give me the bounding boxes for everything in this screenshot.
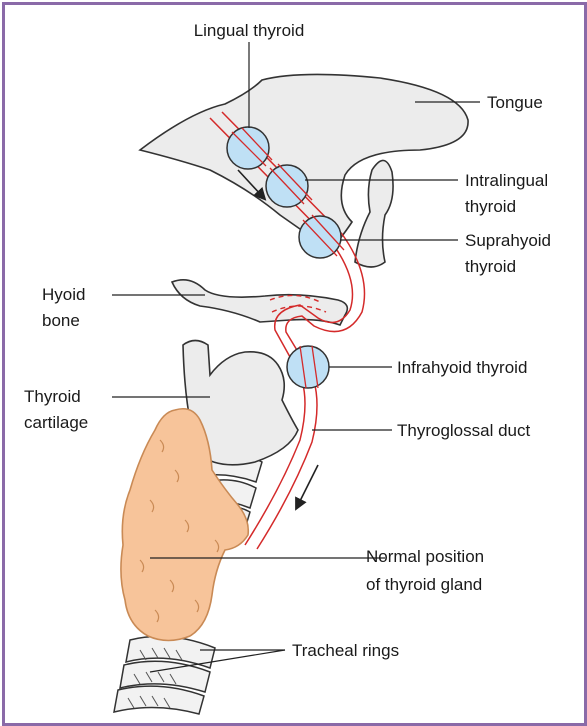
- label-intralingual-line2: thyroid: [465, 197, 516, 216]
- label-thyroid-cartilage-line2: cartilage: [24, 413, 88, 432]
- descent-arrow-lower: [298, 465, 318, 505]
- infrahyoid-thyroid-nodule: [287, 346, 329, 388]
- label-tracheal-rings: Tracheal rings: [292, 641, 399, 660]
- epiglottis-shape: [355, 160, 393, 267]
- label-thyroid-cartilage-line1: Thyroid: [24, 387, 81, 406]
- label-intralingual-line1: Intralingual: [465, 171, 548, 190]
- label-lingual-thyroid: Lingual thyroid: [194, 21, 305, 40]
- label-normal-position-line2: of thyroid gland: [366, 575, 482, 594]
- hyoid-bone-shape: [172, 280, 347, 325]
- label-infrahyoid: Infrahyoid thyroid: [397, 358, 527, 377]
- label-tongue: Tongue: [487, 93, 543, 112]
- label-thyroglossal-duct: Thyroglossal duct: [397, 421, 531, 440]
- label-suprahyoid-line1: Suprahyoid: [465, 231, 551, 250]
- label-suprahyoid-line2: thyroid: [465, 257, 516, 276]
- label-normal-position-line1: Normal position: [366, 547, 484, 566]
- label-hyoid-line1: Hyoid: [42, 285, 85, 304]
- trachea: [114, 636, 215, 714]
- label-hyoid-line2: bone: [42, 311, 80, 330]
